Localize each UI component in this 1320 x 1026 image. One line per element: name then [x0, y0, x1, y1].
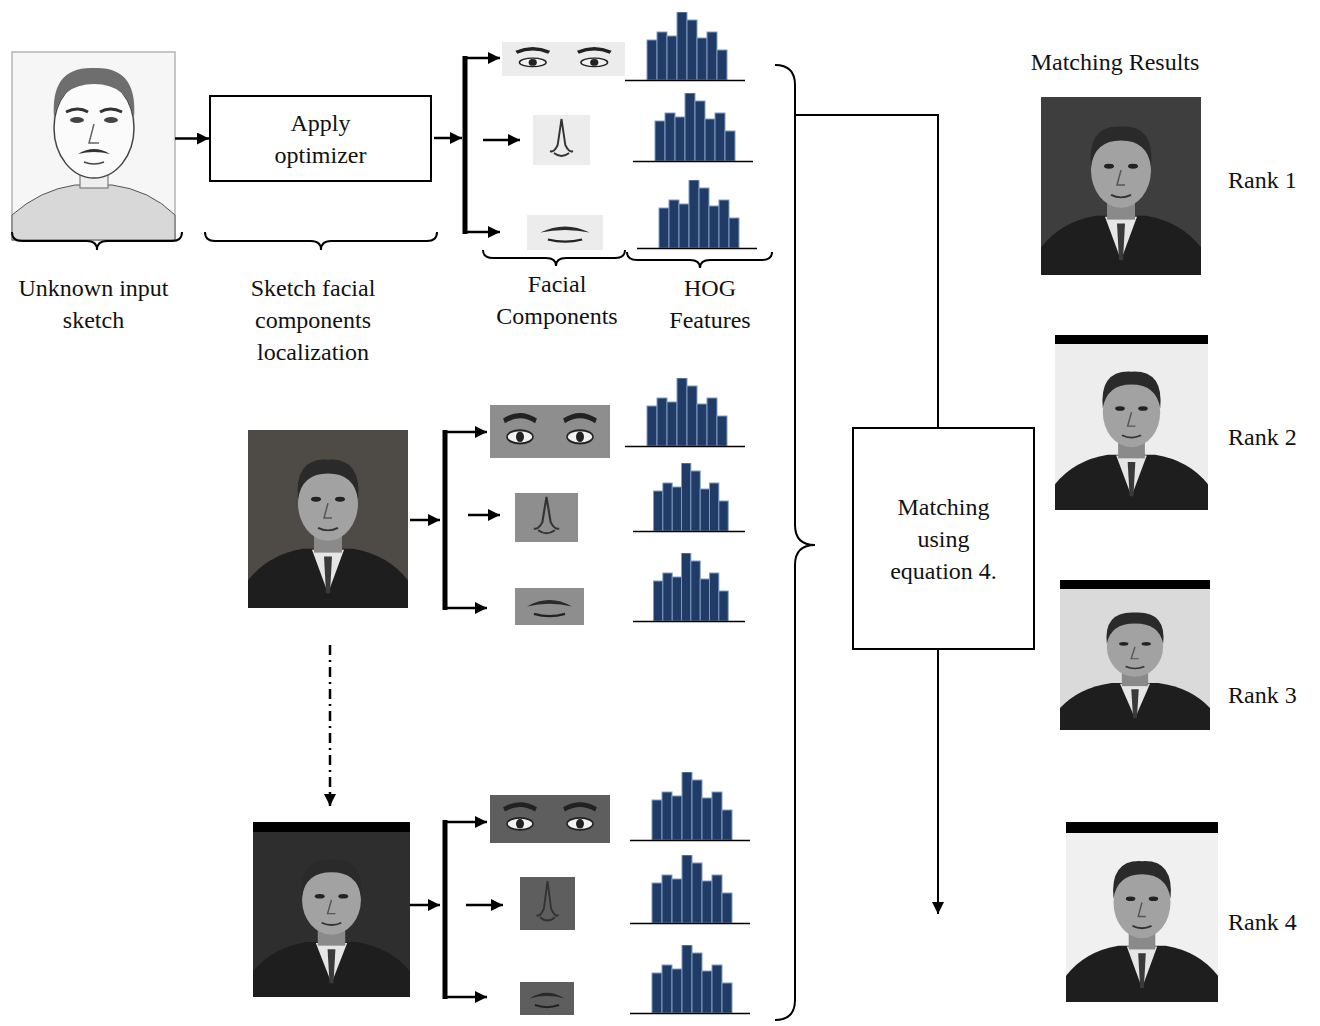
rank-label: Rank 1 — [1228, 164, 1316, 196]
flow-arrow — [175, 137, 209, 140]
stage-caption: Facial Components — [482, 268, 632, 332]
process-box: Matching using equation 4. — [852, 427, 1035, 650]
section-title: Matching Results — [995, 46, 1235, 78]
flow-arrow — [330, 56, 938, 999]
gallery-photo — [248, 430, 410, 997]
input-sketch: Unknown input sketch — [12, 52, 175, 240]
process-box: Apply optimizer — [209, 95, 432, 182]
rank-label: Rank 3 — [1228, 679, 1316, 711]
result-photo — [1041, 97, 1218, 1002]
rank-label: Rank 2 — [1228, 421, 1316, 453]
hog-histogram — [625, 12, 757, 1014]
stage-caption: Sketch facial components localization — [218, 272, 408, 368]
input-sketch-drawing — [12, 52, 175, 240]
box-text: Matching using equation 4. — [874, 491, 1014, 587]
facial-component-crop — [490, 42, 625, 1015]
node-caption: Unknown input sketch — [0, 272, 189, 336]
stage-caption: HOG Features — [654, 272, 766, 336]
brace — [12, 65, 815, 1020]
rank-label: Rank 4 — [1228, 906, 1316, 938]
box-text: Apply optimizer — [246, 107, 396, 171]
